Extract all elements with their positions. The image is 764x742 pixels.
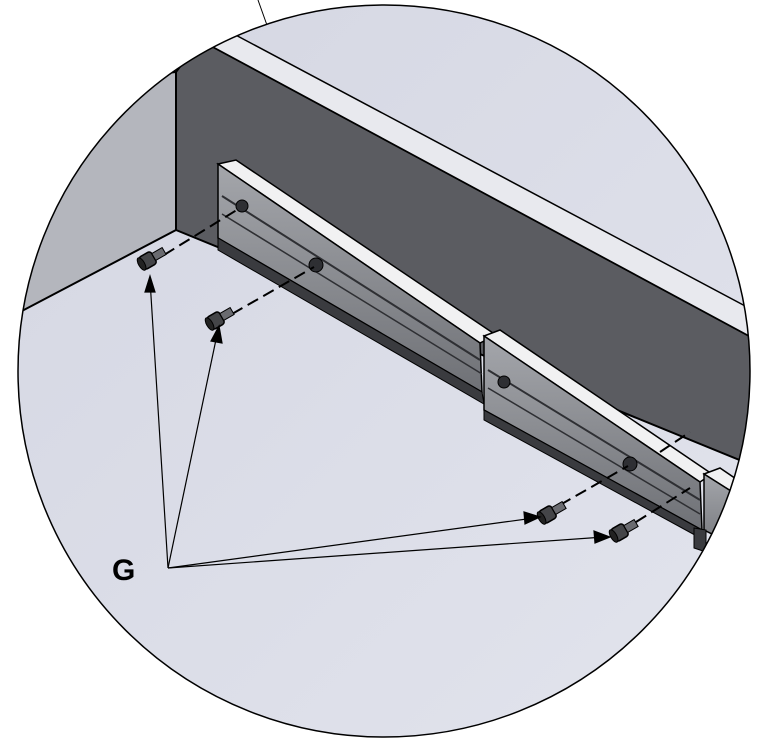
screw-1 bbox=[136, 246, 167, 271]
rail-hole bbox=[235, 199, 249, 213]
rail-hole bbox=[497, 375, 511, 389]
rail-hole bbox=[308, 257, 324, 273]
drawer-rail-1 bbox=[216, 159, 498, 405]
callout-leaders bbox=[144, 273, 612, 569]
callout-label-g: G bbox=[112, 554, 135, 587]
alignment-lines bbox=[163, 207, 691, 523]
screw-4 bbox=[608, 518, 639, 543]
detail-leader-line bbox=[257, 0, 269, 29]
detail-circle bbox=[17, 4, 751, 738]
screw-2 bbox=[204, 306, 235, 331]
rail-holes bbox=[235, 199, 638, 472]
rail-hole bbox=[622, 456, 638, 472]
screw-3 bbox=[536, 500, 567, 525]
